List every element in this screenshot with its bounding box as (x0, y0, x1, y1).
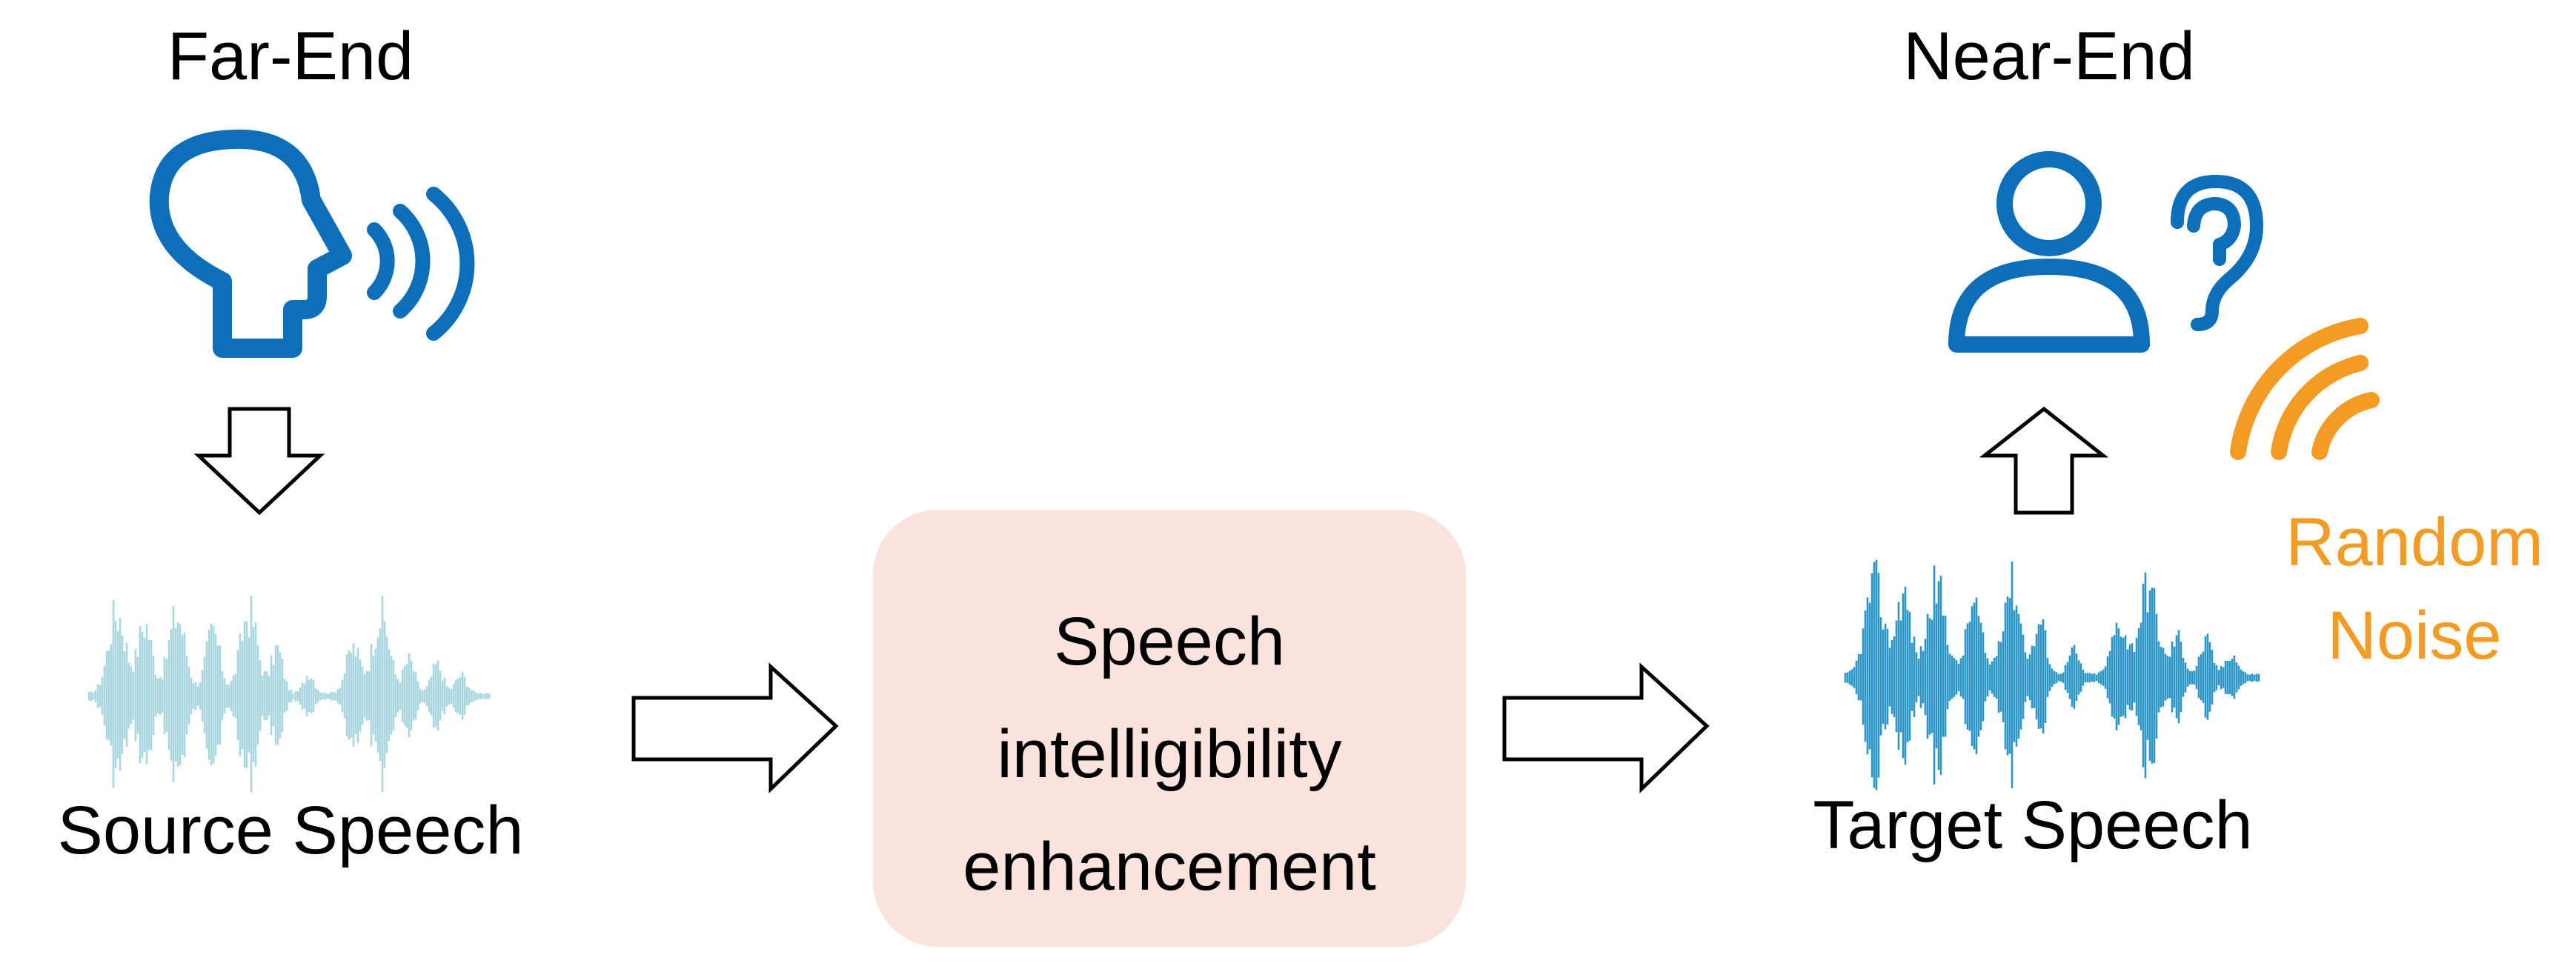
process-label-line-1: Speech (1053, 604, 1286, 679)
up-arrow (1979, 406, 2109, 515)
source-speech-waveform (87, 595, 491, 793)
process-label-line-2: intelligibility (997, 716, 1342, 792)
target-speech-waveform (1844, 559, 2260, 790)
near-end-title: Near-End (1903, 19, 2195, 94)
speaking-head-icon (149, 129, 352, 358)
source-speech-caption: Source Speech (57, 793, 524, 868)
noise-waves-icon (2230, 318, 2380, 460)
down-arrow (193, 407, 325, 516)
process-box (873, 510, 1466, 947)
right-arrow-to-process (631, 662, 839, 793)
speaking-head-sound-waves (367, 187, 475, 341)
ear-icon (2171, 175, 2263, 331)
process-label-line-3: enhancement (963, 829, 1376, 905)
random-noise-label-line-2: Noise (2327, 598, 2502, 673)
far-end-title: Far-End (167, 19, 414, 94)
target-speech-caption: Target Speech (1813, 787, 2253, 863)
random-noise-label-line-1: Random (2285, 505, 2543, 580)
right-arrow-to-target (1502, 662, 1710, 793)
process-label: Speech intelligibility enhancement (963, 585, 1376, 923)
listener-person-icon (1948, 151, 2150, 353)
